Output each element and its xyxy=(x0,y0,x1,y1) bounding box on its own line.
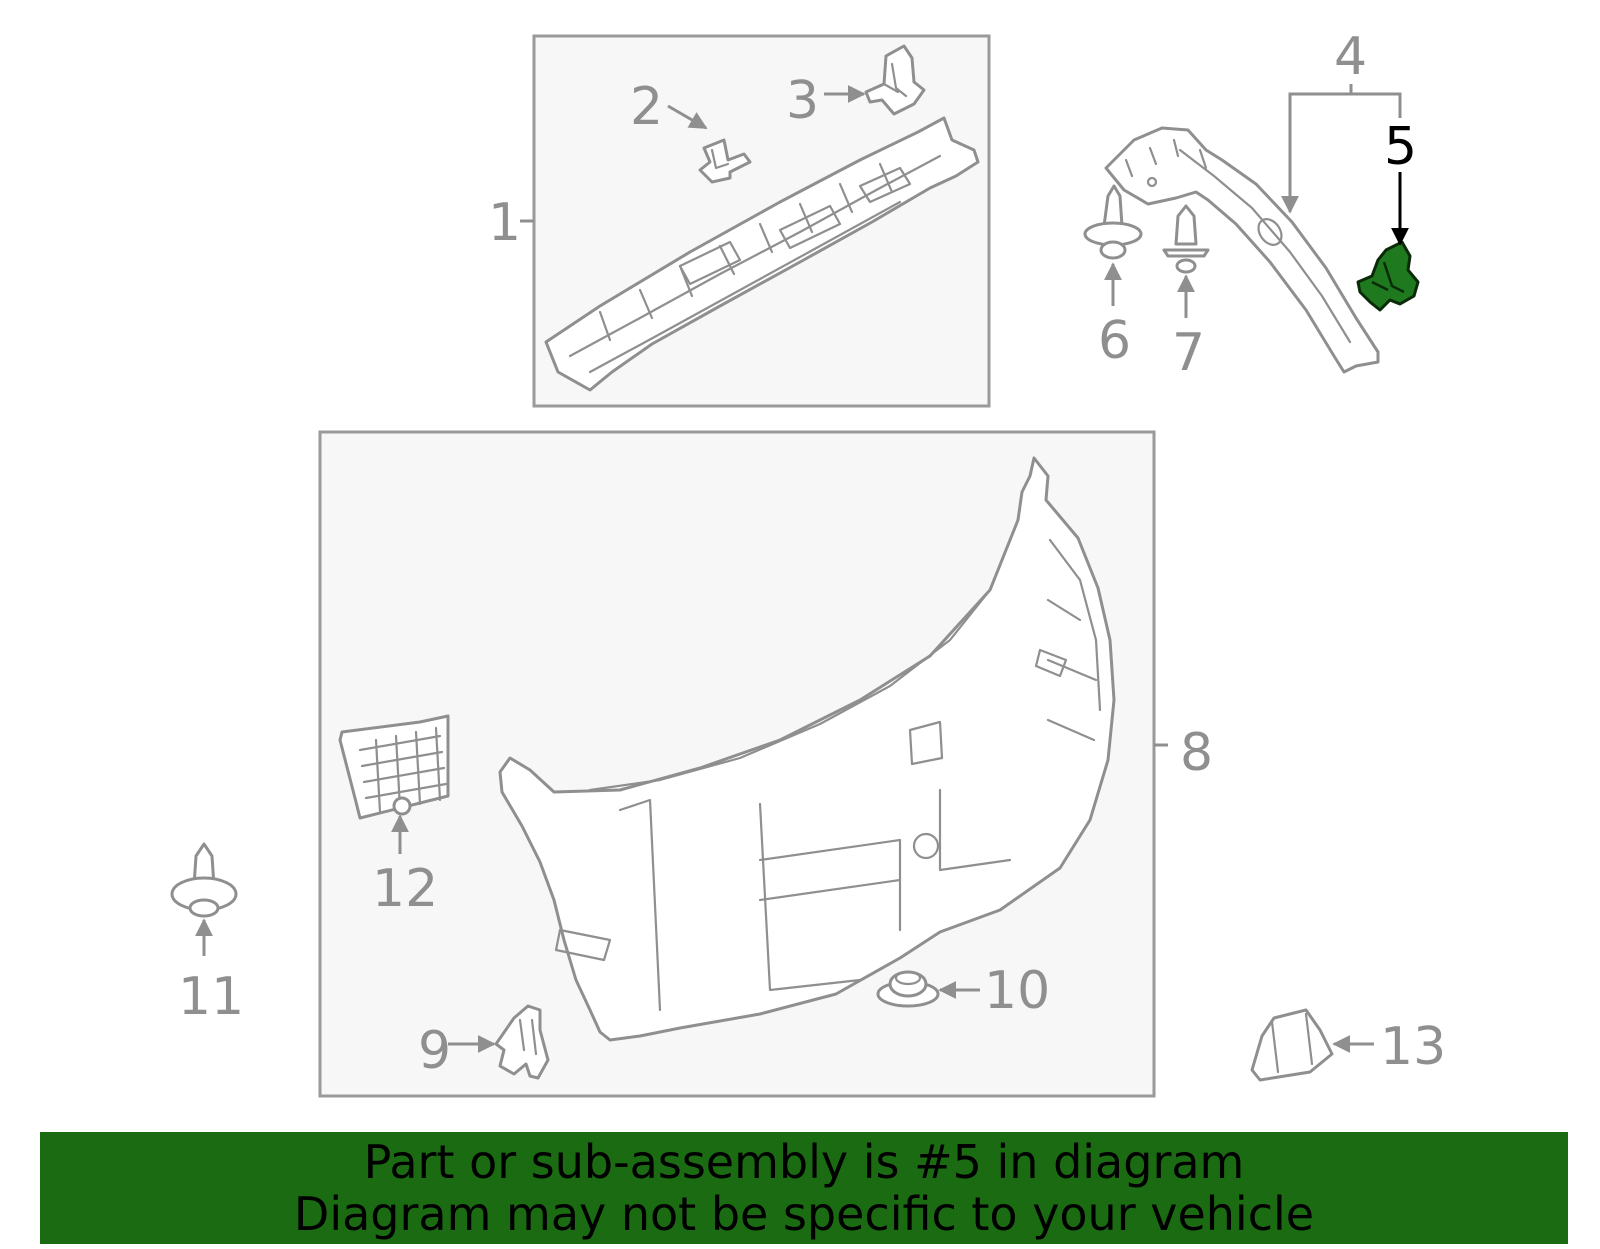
callout-3: 3 xyxy=(786,71,819,131)
part-8-liftgate-panel xyxy=(498,456,1116,1042)
leader-2 xyxy=(667,104,708,130)
part-12-bracket xyxy=(338,714,450,820)
callout-5: 5 xyxy=(1384,117,1417,177)
part-13-cap xyxy=(1250,1008,1334,1082)
callout-1: 1 xyxy=(488,193,521,253)
part-2-clip xyxy=(698,138,752,184)
callout-13: 13 xyxy=(1380,1017,1446,1077)
callout-12: 12 xyxy=(372,859,438,919)
part-7-push-clip xyxy=(1162,204,1210,274)
part-3-clip xyxy=(864,44,926,116)
banner-line-2: Diagram may not be specific to your vehi… xyxy=(293,1187,1315,1241)
part-6-push-clip xyxy=(1083,184,1143,260)
part-9-clip xyxy=(494,1004,550,1080)
callout-7: 7 xyxy=(1172,323,1205,383)
callout-10: 10 xyxy=(984,961,1050,1021)
leader-4-bracket xyxy=(1288,92,1402,208)
part-4-molding xyxy=(1104,126,1380,374)
callout-2: 2 xyxy=(630,77,663,137)
part-11-push-clip xyxy=(170,842,238,918)
part-5-highlighted-clip xyxy=(1356,240,1420,312)
callout-11: 11 xyxy=(178,967,244,1027)
callout-8: 8 xyxy=(1180,723,1213,783)
part-1-trim-panel xyxy=(544,116,980,392)
callout-9: 9 xyxy=(418,1021,451,1081)
callout-4: 4 xyxy=(1334,27,1367,87)
part-10-grommet xyxy=(876,970,940,1008)
callout-6: 6 xyxy=(1098,311,1131,371)
info-banner: Part or sub-assembly is #5 in diagram Di… xyxy=(40,1132,1568,1244)
banner-line-1: Part or sub-assembly is #5 in diagram xyxy=(363,1135,1245,1189)
